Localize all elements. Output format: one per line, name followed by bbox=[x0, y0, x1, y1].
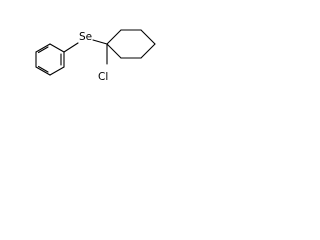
phenyl-bond-2 bbox=[49, 66, 65, 76]
cyclohexane-bond-4 bbox=[140, 43, 156, 59]
phenyl-ring bbox=[35, 43, 65, 76]
cyclohexane-ring bbox=[106, 29, 156, 59]
phenyl-bond-5 bbox=[35, 43, 51, 53]
phenyl-double-bond-2 bbox=[37, 65, 49, 73]
molecule-structure: Se Cl bbox=[35, 29, 156, 83]
phenyl-double-bond-3 bbox=[37, 46, 49, 54]
phenyl-se-bond bbox=[63, 42, 79, 53]
selenium-atom-label: Se bbox=[79, 31, 92, 43]
chlorine-atom-label: Cl bbox=[98, 71, 108, 83]
phenyl-bond-3 bbox=[35, 66, 51, 76]
cyclohexane-bond-3 bbox=[140, 29, 156, 45]
se-cyclohexyl-bond bbox=[92, 39, 108, 45]
cyclohexane-bond-6 bbox=[106, 43, 122, 59]
phenyl-bond-6 bbox=[49, 43, 65, 53]
cyclohexane-bond-1 bbox=[106, 29, 122, 45]
